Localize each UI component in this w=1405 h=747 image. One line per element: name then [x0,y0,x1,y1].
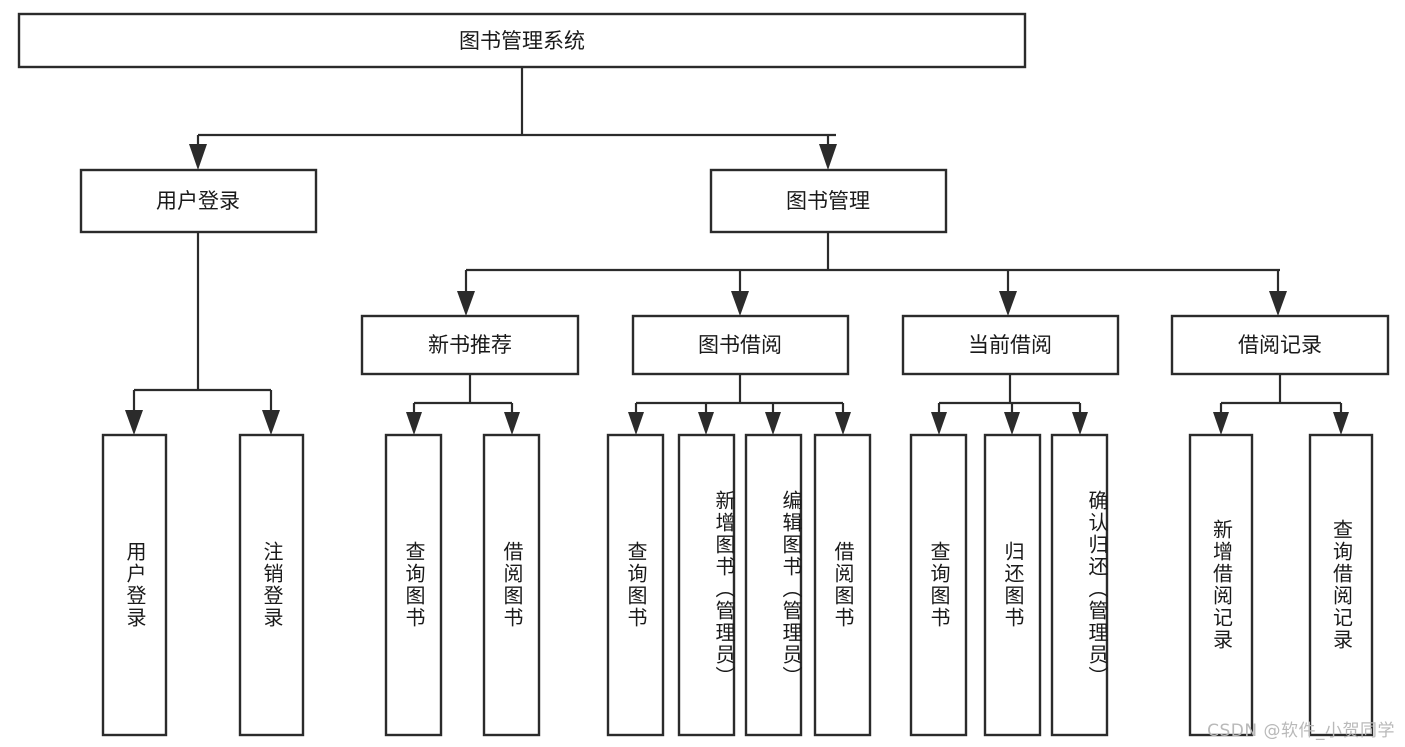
arrowhead-to-leaf-confirm-return [1072,412,1088,435]
arrowhead-to-leaf-return-book [1004,412,1020,435]
arrowhead-to-new-book-recommend [457,291,475,316]
arrowhead-to-leaf-logout [262,410,280,435]
leaf-box-query-book-1[interactable] [384,433,443,737]
leaf-box-user-login[interactable] [101,433,168,737]
connector-group-new-book-recommend-to-leaves [406,374,520,435]
node-book-manage-label: 图书管理 [786,189,870,213]
arrowhead-to-leaf-edit-book [765,412,781,435]
node-book-manage[interactable]: 图书管理 [709,168,948,234]
node-book-borrow-label: 图书借阅 [698,333,782,357]
arrowhead-to-borrow-record [1269,291,1287,316]
connector-group-user-login-to-leaves [125,232,280,435]
connector-group-root-to-level2 [189,67,837,170]
node-root-box[interactable] [17,12,1027,69]
node-root[interactable]: 图书管理系统 [17,12,1027,69]
arrowhead-to-current-borrow [999,291,1017,316]
arrowhead-root-to-user-login [189,144,207,170]
node-new-book-recommend-box[interactable] [360,314,580,376]
node-book-borrow-box[interactable] [631,314,850,376]
arrowhead-to-leaf-user-login [125,410,143,435]
node-borrow-record-box[interactable] [1170,314,1390,376]
node-borrow-record[interactable]: 借阅记录 [1170,314,1390,376]
leaf-box-add-book[interactable] [677,433,736,737]
node-borrow-record-label: 借阅记录 [1238,333,1322,357]
connector-group-borrow-record-to-leaves [1213,374,1349,435]
leaf-box-query-book-3[interactable] [909,433,968,737]
leaf-box-borrow-book-1[interactable] [482,433,541,737]
node-new-book-recommend[interactable]: 新书推荐 [360,314,580,376]
node-current-borrow-label: 当前借阅 [968,333,1052,357]
arrowhead-to-leaf-query-book-3 [931,412,947,435]
node-root-label: 图书管理系统 [459,29,585,53]
arrowhead-to-leaf-add-borrow-record [1213,412,1229,435]
leaf-box-edit-book[interactable] [744,433,803,737]
arrowhead-root-to-book-manage [819,144,837,170]
leaf-box-confirm-return[interactable] [1050,433,1109,737]
node-new-book-recommend-label: 新书推荐 [428,333,512,357]
node-current-borrow[interactable]: 当前借阅 [901,314,1120,376]
arrowhead-to-leaf-borrow-book-2 [835,412,851,435]
connector-group-book-borrow-to-leaves [628,374,851,435]
arrowhead-to-leaf-borrow-book-1 [504,412,520,435]
leaf-box-group [101,433,1374,737]
connector-group-current-borrow-to-leaves [931,374,1088,435]
connector-group-book-manage-to-level3 [457,232,1287,316]
node-book-manage-box[interactable] [709,168,948,234]
arrowhead-to-leaf-query-book-2 [628,412,644,435]
leaf-box-logout[interactable] [238,433,305,737]
leaf-box-borrow-book-2[interactable] [813,433,872,737]
leaf-box-query-borrow-record[interactable] [1308,433,1374,737]
arrowhead-to-leaf-query-borrow-record [1333,412,1349,435]
arrowhead-to-leaf-add-book [698,412,714,435]
arrowhead-to-book-borrow [731,291,749,316]
arrowhead-to-leaf-query-book-1 [406,412,422,435]
node-book-borrow[interactable]: 图书借阅 [631,314,850,376]
leaf-box-add-borrow-record[interactable] [1188,433,1254,737]
csdn-watermark: CSDN @软件_小贺同学 [1207,721,1395,741]
node-user-login[interactable]: 用户登录 [79,168,318,234]
leaf-box-query-book-2[interactable] [606,433,665,737]
node-user-login-label: 用户登录 [156,189,240,213]
node-user-login-box[interactable] [79,168,318,234]
leaf-box-return-book[interactable] [983,433,1042,737]
node-current-borrow-box[interactable] [901,314,1120,376]
